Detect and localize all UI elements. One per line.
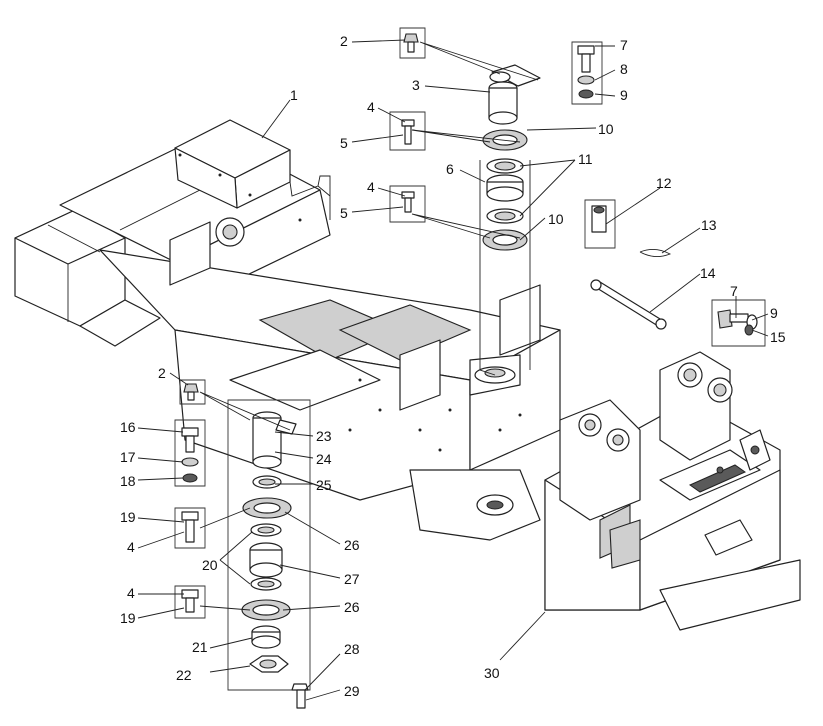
callout-5-b: 5 (340, 205, 348, 221)
callout-4-d: 4 (127, 585, 135, 601)
callout-5-a: 5 (340, 135, 348, 151)
callout-4-c: 4 (127, 539, 135, 555)
callout-17: 17 (120, 449, 136, 465)
callout-25: 25 (316, 477, 332, 493)
front-frame (544, 351, 801, 631)
callout-4-b: 4 (367, 179, 375, 195)
callout-8: 8 (620, 61, 628, 77)
callout-16: 16 (120, 419, 136, 435)
callout-10-a: 10 (598, 121, 614, 137)
callout-21: 21 (192, 639, 208, 655)
callout-9-a: 9 (620, 87, 628, 103)
callout-19-a: 19 (120, 509, 136, 525)
callout-14: 14 (700, 265, 716, 281)
callout-26-b: 26 (344, 599, 360, 615)
leader-lines (137, 39, 769, 701)
callout-1: 1 (290, 87, 298, 103)
callout-22: 22 (176, 667, 192, 683)
lower-pin-assembly (174, 379, 311, 709)
callout-10-b: 10 (548, 211, 564, 227)
callout-29: 29 (344, 683, 360, 699)
callout-24: 24 (316, 451, 332, 467)
callout-15: 15 (770, 329, 786, 345)
callout-2-lower: 2 (158, 365, 166, 381)
callout-18: 18 (120, 473, 136, 489)
callout-2-upper: 2 (340, 33, 348, 49)
callout-labels: 1 2 3 4 5 6 4 5 7 8 9 10 11 10 12 13 14 … (120, 33, 786, 699)
callout-13: 13 (701, 217, 717, 233)
callout-7-b: 7 (730, 283, 738, 299)
callout-26-a: 26 (344, 537, 360, 553)
callout-19-b: 19 (120, 610, 136, 626)
callout-6: 6 (446, 161, 454, 177)
callout-11: 11 (578, 151, 593, 167)
callout-9-b: 9 (770, 305, 778, 321)
callout-20: 20 (202, 557, 218, 573)
callout-23: 23 (316, 428, 332, 444)
callout-12: 12 (656, 175, 672, 191)
callout-27: 27 (344, 571, 360, 587)
callout-7-a: 7 (620, 37, 628, 53)
callout-3: 3 (412, 77, 420, 93)
callout-28: 28 (344, 641, 360, 657)
callout-4-a: 4 (367, 99, 375, 115)
rear-frame (14, 119, 561, 541)
upper-pin-assembly (389, 27, 603, 376)
steering-lock-rod (584, 199, 766, 347)
callout-30: 30 (484, 665, 500, 681)
